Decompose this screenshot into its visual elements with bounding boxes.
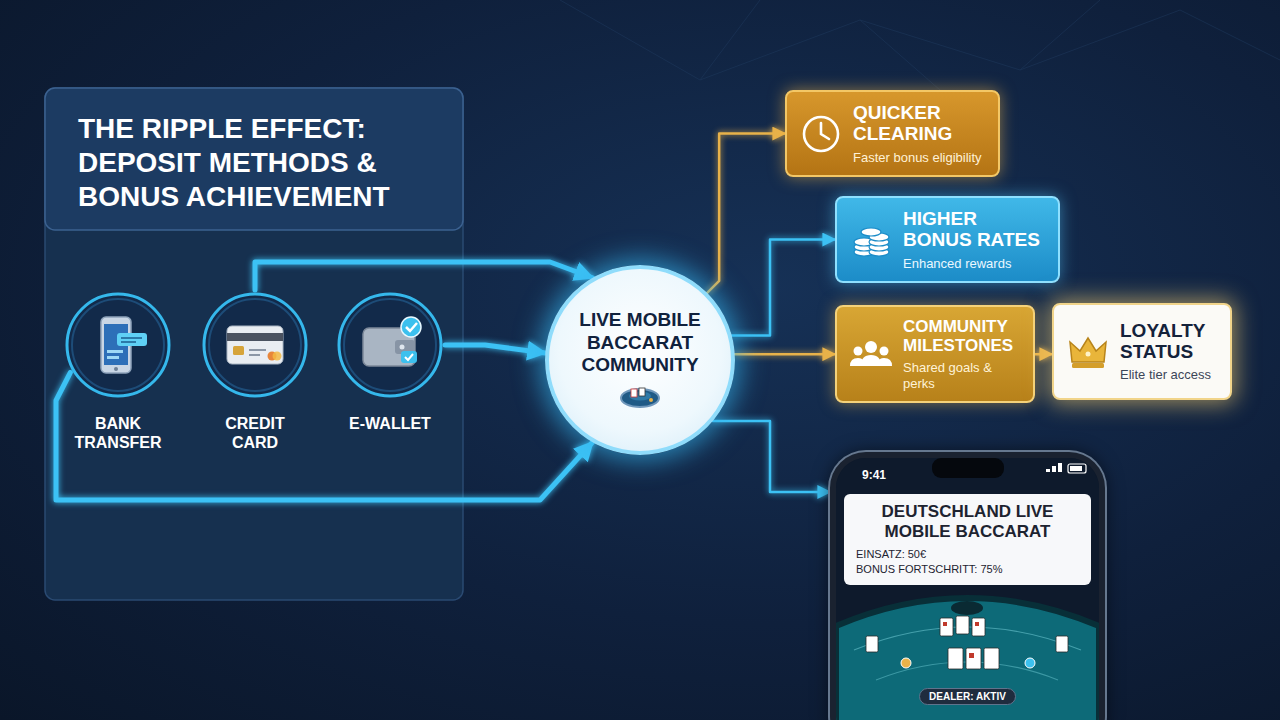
text-column: LOYALTY STATUS Elite tier access (1120, 320, 1218, 383)
text-column: HIGHER BONUS RATES Enhanced rewards (903, 208, 1046, 271)
method-icon (63, 290, 173, 400)
node-text: Enhanced rewards (903, 256, 1046, 272)
benefit-box: QUICKER CLEARING Faster bonus eligibility (785, 90, 1000, 177)
node-text: COMMUNITY MILESTONES (903, 317, 1021, 355)
node-text: CREDIT CARD (200, 414, 310, 452)
node-text: DEALER: AKTIV (919, 688, 1016, 705)
connector-arrow (713, 421, 830, 492)
node-text: Elite tier access (1120, 367, 1218, 383)
connector-arrow (1035, 353, 1052, 356)
benefit-box: HIGHER BONUS RATES Enhanced rewards (835, 196, 1060, 283)
connector-arrow (735, 353, 835, 356)
diagram-title: THE RIPPLE EFFECT: DEPOSIT METHODS & BON… (78, 112, 456, 214)
benefit-box: COMMUNITY MILESTONES Shared goals & perks (835, 305, 1035, 403)
text-column: QUICKER CLEARING Faster bonus eligibility (853, 102, 986, 165)
node-text: BONUS FORTSCHRITT: 75% (856, 562, 1046, 577)
node-text: E-WALLET (335, 414, 445, 433)
hub-circle: LIVE MOBILE BACCARAT COMMUNITY (545, 265, 735, 455)
node-text: BANK TRANSFER (63, 414, 173, 452)
node-text: 9:41 (862, 468, 886, 482)
status-box: LOYALTY STATUS Elite tier access (1052, 303, 1232, 400)
dealer-badge: DEALER: AKTIV (836, 686, 1099, 705)
node-text: LOYALTY STATUS (1120, 320, 1218, 363)
connector-arrow (445, 345, 545, 353)
node-text: HIGHER BONUS RATES (903, 208, 1046, 251)
left-panel (45, 88, 463, 600)
node-text: DEUTSCHLAND LIVE MOBILE BACCARAT (856, 502, 1079, 541)
node-text: Shared goals & perks (903, 360, 1021, 391)
table-icon (618, 383, 662, 411)
box-icon (799, 112, 843, 156)
node-text: LIVE MOBILE BACCARAT COMMUNITY (565, 309, 715, 377)
status-bar: 9:41 (862, 468, 886, 482)
connector-arrow (732, 240, 835, 336)
node-text: EINSATZ: 50€ (856, 547, 1046, 562)
node-text: Faster bonus eligibility (853, 150, 986, 166)
phone-screen: 9:41DEUTSCHLAND LIVE MOBILE BACCARAT EINS… (830, 452, 1105, 720)
box-icon (1066, 330, 1110, 374)
connector-arrow (255, 262, 593, 290)
box-icon (849, 332, 893, 376)
method-icon (200, 290, 310, 400)
connector-arrow (707, 134, 785, 293)
deposit-method: BANK TRANSFER (48, 290, 188, 452)
node-text: QUICKER CLEARING (853, 102, 986, 145)
title-box (45, 88, 463, 230)
deposit-method: E-WALLET (320, 290, 460, 433)
deposit-method: CREDIT CARD (185, 290, 325, 452)
method-icon (335, 290, 445, 400)
text-column: COMMUNITY MILESTONES Shared goals & perks (903, 317, 1021, 391)
screen-card: DEUTSCHLAND LIVE MOBILE BACCARAT EINSATZ:… (844, 494, 1091, 585)
box-icon (849, 218, 893, 262)
